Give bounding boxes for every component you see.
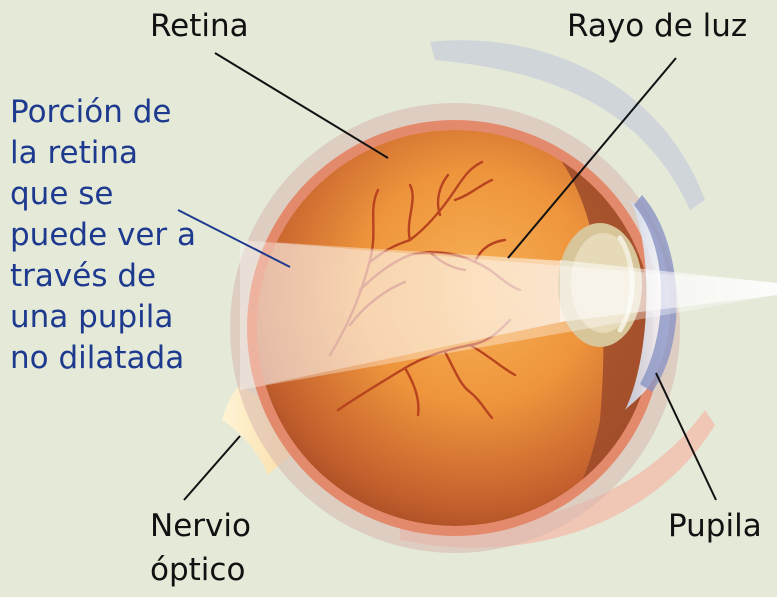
visible-portion-line-5: través de <box>10 256 196 297</box>
visible-portion-label: Porción de la retina que se puede ver a … <box>10 92 196 379</box>
visible-portion-line-3: que se <box>10 174 196 215</box>
visible-portion-line-6: una pupila <box>10 297 196 338</box>
visible-portion-line-4: puede ver a <box>10 215 196 256</box>
visible-portion-line-1: Porción de <box>10 92 196 133</box>
optic-nerve-label: Nervio óptico <box>150 504 251 592</box>
visible-portion-line-2: la retina <box>10 133 196 174</box>
optic-nerve-line-2: óptico <box>150 548 251 592</box>
retina-leader <box>215 53 388 158</box>
retina-label: Retina <box>150 6 249 47</box>
visible-portion-line-7: no dilatada <box>10 338 196 379</box>
pupil-label: Pupila <box>668 506 762 547</box>
optic-nerve-leader <box>184 436 240 500</box>
optic-nerve-line-1: Nervio <box>150 504 251 548</box>
light-ray-label: Rayo de luz <box>567 6 747 47</box>
